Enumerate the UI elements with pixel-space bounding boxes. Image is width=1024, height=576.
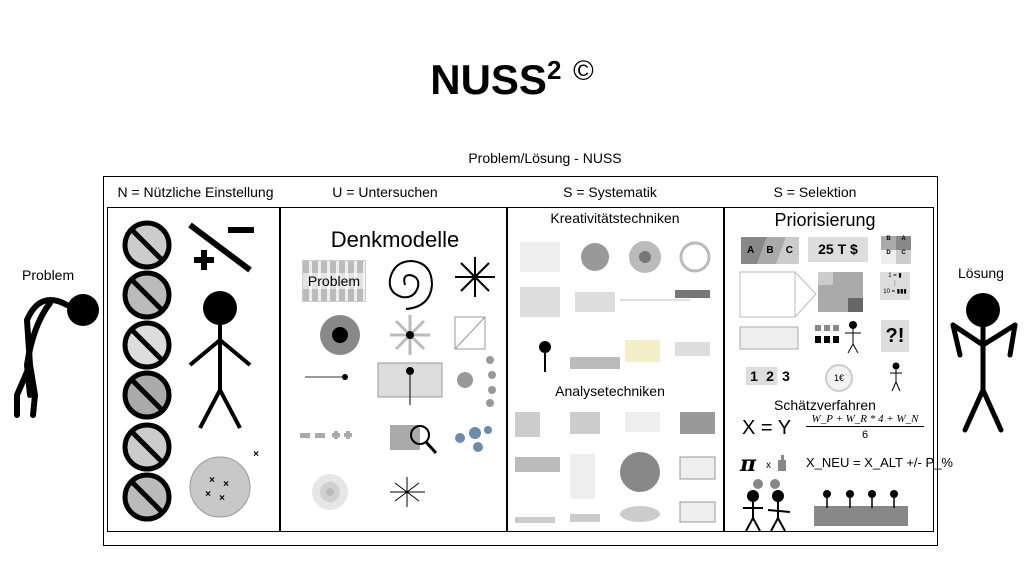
money-icon: 25 T $ bbox=[808, 237, 868, 262]
column-header-n: N = Nützliche Einstellung bbox=[117, 184, 274, 200]
column-divider bbox=[506, 207, 508, 532]
prioritization-tables-icon bbox=[739, 271, 863, 350]
formula-pi: π bbox=[740, 451, 757, 477]
section-analysetechniken: Analysetechniken bbox=[555, 383, 665, 399]
stick-figure-icon bbox=[188, 291, 252, 429]
title-text: NUSS bbox=[430, 56, 547, 103]
plus-minus-icon bbox=[188, 222, 254, 273]
thumb-icon bbox=[778, 455, 786, 471]
panel-experts-icon bbox=[814, 490, 908, 526]
section-kreativitaetstechniken: Kreativitätstechniken bbox=[550, 210, 680, 226]
column-header-s1: S = Systematik bbox=[563, 184, 657, 200]
discussion-figures-icon bbox=[743, 479, 791, 532]
column-divider bbox=[279, 207, 281, 532]
abc-label-a: A bbox=[747, 245, 755, 256]
rank-1: 1 bbox=[750, 368, 758, 384]
formula-equal: X = Y bbox=[742, 417, 792, 439]
diagram-subtitle: Problem/Lösung - NUSS bbox=[468, 150, 622, 166]
coin-icon: 1€ bbox=[825, 364, 853, 392]
formula-update: X_NEU = X_ALT +/- P_% bbox=[806, 455, 953, 470]
denkmodelle-icons bbox=[300, 257, 496, 510]
voting-icon bbox=[815, 321, 861, 354]
problem-grid-icon: Problem bbox=[302, 260, 366, 302]
slide-title: NUSS2 © bbox=[0, 55, 1024, 104]
formula-pert-denominator: 6 bbox=[861, 429, 869, 441]
section-priorisierung: Priorisierung bbox=[774, 210, 876, 230]
target-circle-icon: × × × × × bbox=[189, 449, 259, 518]
scale-low: 1 = ▮ bbox=[888, 273, 902, 279]
formula-pi-times: x bbox=[766, 460, 771, 471]
svg-text:×: × bbox=[219, 493, 225, 504]
matrix-cell: B bbox=[881, 236, 896, 250]
outer-frame bbox=[103, 176, 938, 546]
inner-frame bbox=[107, 207, 934, 532]
svg-text:×: × bbox=[223, 479, 229, 490]
section-denkmodelle: Denkmodelle bbox=[330, 227, 460, 252]
rank-2: 2 bbox=[766, 368, 774, 384]
svg-text:×: × bbox=[205, 489, 211, 500]
scale-high: 10 = ▮▮▮ bbox=[883, 289, 907, 295]
copyright-sign: © bbox=[573, 55, 594, 86]
column-header-s2: S = Selektion bbox=[773, 184, 857, 200]
svg-text:×: × bbox=[253, 449, 259, 460]
prohibition-icons bbox=[122, 220, 172, 522]
matrix-cell: A bbox=[896, 236, 911, 250]
column-divider bbox=[723, 207, 725, 532]
formula-pert-numerator: W_P + W_R * 4 + W_N bbox=[806, 412, 924, 427]
matrix-cell: C bbox=[896, 250, 911, 264]
abc-label-b: B bbox=[766, 245, 774, 256]
person-question-icon bbox=[890, 362, 902, 392]
weight-scale-icon: 1 = ▮⋮10 = ▮▮▮ bbox=[880, 272, 910, 300]
abc-label-c: C bbox=[785, 245, 793, 256]
column-header-u: U = Untersuchen bbox=[332, 184, 438, 200]
matrix-cell: D bbox=[881, 250, 896, 264]
section-schaetzverfahren: Schätzverfahren bbox=[774, 397, 876, 413]
systematik-icons bbox=[515, 241, 716, 523]
tired-stick-figure-icon bbox=[14, 294, 99, 418]
title-superscript: 2 bbox=[546, 55, 562, 85]
svg-text:×: × bbox=[209, 475, 215, 486]
rank-3: 3 bbox=[782, 368, 790, 384]
solution-label: Lösung bbox=[958, 265, 1004, 281]
happy-stick-figure-icon bbox=[950, 293, 1018, 433]
problem-label: Problem bbox=[22, 267, 75, 283]
question-exclamation-icon: ?! bbox=[881, 320, 909, 352]
problem-grid-label: Problem bbox=[303, 273, 365, 289]
